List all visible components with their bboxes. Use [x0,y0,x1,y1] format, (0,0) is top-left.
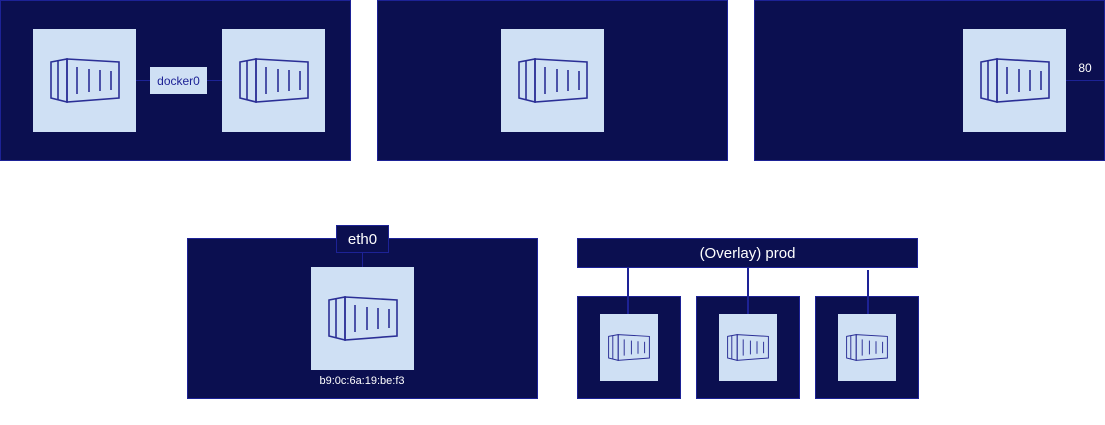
container-icon [846,334,888,361]
overlay-link-2 [747,268,749,314]
eth0-interface-label: eth0 [336,225,389,253]
overlay-container-3 [838,314,896,381]
overlay-network-bar: (Overlay) prod [577,238,918,268]
container-icon [979,58,1050,103]
container-macvlan [311,267,414,370]
overlay-container-2 [719,314,777,381]
container-isolated [501,29,604,132]
container-icon [238,58,309,103]
overlay-link-3 [867,270,869,314]
container-icon [727,334,769,361]
eth0-link [362,252,363,267]
container-1 [33,29,136,132]
host-port-link [1066,80,1105,81]
mac-address-label: b9:0c:6a:19:be:f3 [319,375,405,387]
container-icon [49,58,120,103]
overlay-host-1 [577,296,681,399]
container-2 [222,29,325,132]
overlay-link-1 [627,268,629,314]
container-icon [517,58,588,103]
container-icon [608,334,650,361]
host-port-label: 80 [1078,61,1092,75]
docker0-bridge-label: docker0 [150,67,207,94]
container-icon [327,296,398,341]
overlay-container-1 [600,314,658,381]
container-host [963,29,1066,132]
